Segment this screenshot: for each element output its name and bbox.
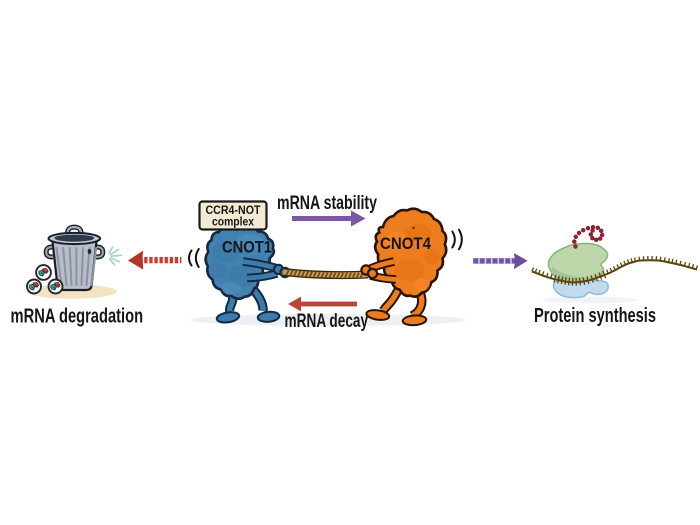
svg-text:complex: complex: [212, 217, 255, 229]
svg-text:Protein synthesis: Protein synthesis: [534, 305, 656, 327]
svg-text:mRNA degradation: mRNA degradation: [11, 306, 144, 328]
svg-text:CNOT4: CNOT4: [380, 234, 431, 253]
svg-text:mRNA stability: mRNA stability: [277, 193, 377, 214]
svg-text:mRNA decay: mRNA decay: [285, 311, 369, 332]
svg-text:CNOT1: CNOT1: [222, 238, 272, 257]
svg-text:CCR4-NOT: CCR4-NOT: [206, 205, 261, 217]
